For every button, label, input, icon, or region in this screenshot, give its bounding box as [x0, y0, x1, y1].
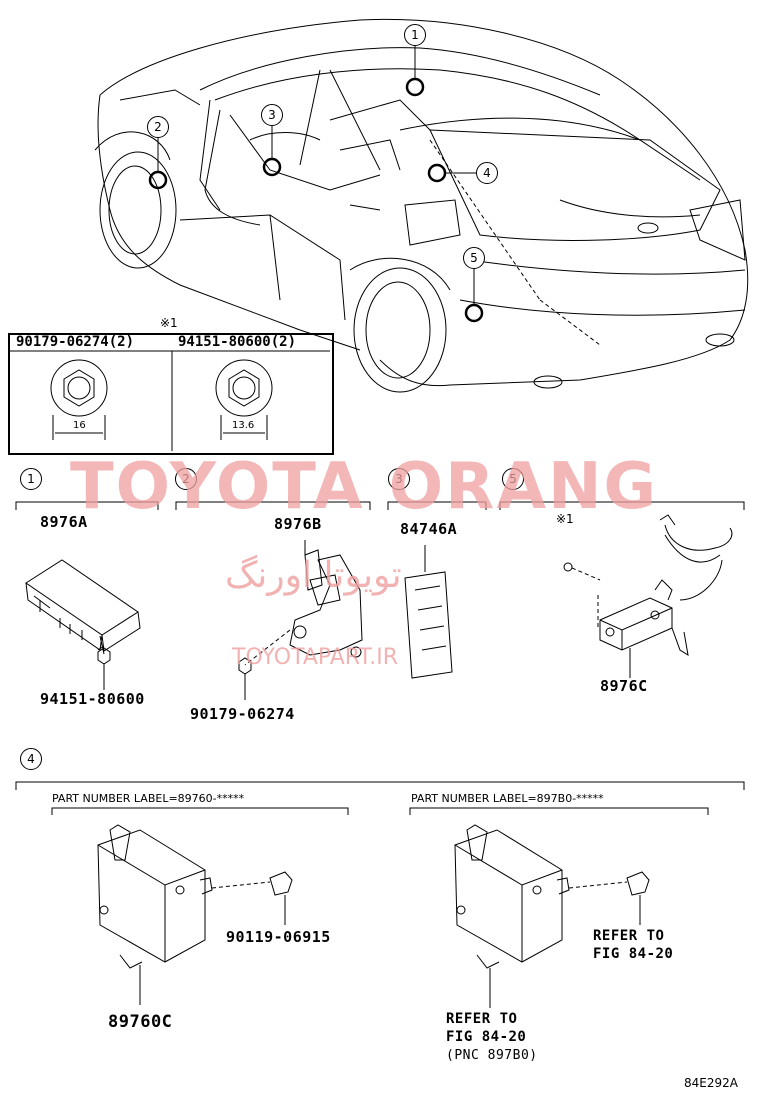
- section3-part-number: 84746A: [400, 520, 458, 538]
- section5-part-number: 8976C: [600, 677, 648, 695]
- callout-3: 3: [261, 104, 283, 126]
- watermark-brand: TOYOTA ORANG: [70, 450, 659, 524]
- section4-callout: 4: [20, 748, 42, 770]
- callout-5: 5: [463, 247, 485, 269]
- table-right-part: 94151-80600(2): [178, 334, 297, 350]
- section4-right-component: [454, 824, 650, 1008]
- section4-refer-2b: FIG 84-20: [446, 1029, 527, 1045]
- figure-code: 84E292A: [684, 1076, 738, 1090]
- callout-4: 4: [476, 162, 498, 184]
- section4-left-fastener: 90119-06915: [226, 928, 331, 946]
- section2-callout: 2: [175, 468, 197, 490]
- section-brackets: [15, 501, 745, 815]
- section4-refer-1b: FIG 84-20: [593, 946, 674, 962]
- watermark-persian: تویوتا اورنگ: [225, 555, 402, 596]
- section4-right-label: PART NUMBER LABEL=897B0-*****: [411, 792, 604, 805]
- section1-part-number: 8976A: [40, 513, 88, 531]
- table-asterisk-ref: ※1: [160, 316, 178, 330]
- callout-2: 2: [147, 116, 169, 138]
- section2-part-number: 8976B: [274, 515, 322, 533]
- section4-refer-2c: (PNC 897B0): [446, 1048, 538, 1063]
- section2-fastener-number: 90179-06274: [190, 705, 295, 723]
- section4-left-part: 89760C: [108, 1012, 173, 1032]
- section4-left-label: PART NUMBER LABEL=89760-*****: [52, 792, 245, 805]
- section1-fastener-number: 94151-80600: [40, 690, 145, 708]
- car-illustration: [94, 18, 749, 393]
- section5-component: [563, 514, 733, 678]
- table-left-part: 90179-06274(2): [16, 334, 135, 350]
- section2-component: [238, 540, 363, 700]
- section3-component: [404, 545, 453, 679]
- section5-callout: 5: [502, 468, 524, 490]
- section1-callout: 1: [20, 468, 42, 490]
- section4-refer-1a: REFER TO: [593, 928, 665, 944]
- watermark-url: TOYOTAPART.IR: [232, 645, 399, 670]
- section4-left-component: [97, 824, 293, 1005]
- callout-1: 1: [404, 24, 426, 46]
- hardware-table-icons: [8, 350, 330, 451]
- table-right-dim: 13.6: [232, 420, 255, 431]
- section3-callout: 3: [388, 468, 410, 490]
- section4-refer-2a: REFER TO: [446, 1011, 518, 1027]
- hardware-table: [8, 333, 334, 455]
- section1-component: [25, 559, 141, 690]
- table-left-dim: 16: [73, 420, 86, 431]
- section5-asterisk: ※1: [556, 512, 574, 526]
